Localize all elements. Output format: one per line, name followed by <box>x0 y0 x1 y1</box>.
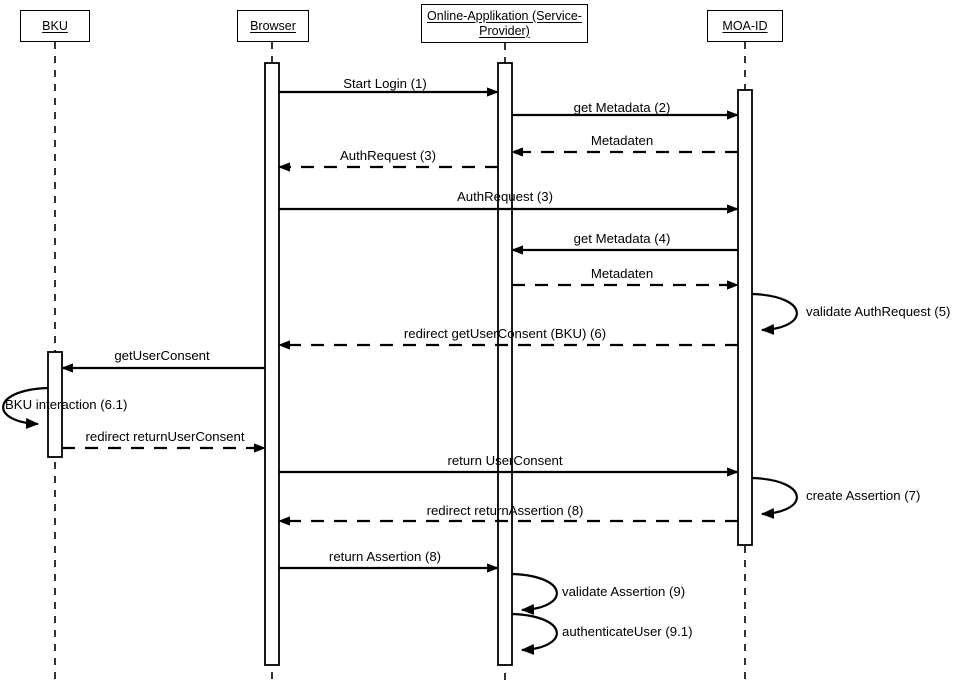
activation-bar-moaid <box>737 89 753 546</box>
self-message-loop-3 <box>751 476 798 519</box>
activation-bar-browser <box>264 62 280 666</box>
lifeline-label-browser: Browser <box>250 18 296 33</box>
message-label-9: getUserConsent <box>114 348 210 363</box>
self-message-label-4: validate Assertion (9) <box>562 584 686 599</box>
lifeline-header-oa[interactable]: Online-Applikation (Service-Provider) <box>421 4 588 43</box>
self-message-label-2: BKU interaction (6.1) <box>5 397 128 412</box>
message-label-2: get Metadata (2) <box>573 100 671 115</box>
self-message-loop-4 <box>511 572 558 615</box>
self-message-loop-1 <box>751 292 798 335</box>
lifeline-label-oa: Online-Applikation (Service-Provider) <box>427 8 582 38</box>
self-message-label-1: validate AuthRequest (5) <box>806 304 951 319</box>
message-label-12: redirect returnAssertion (8) <box>426 503 584 518</box>
message-label-8: redirect getUserConsent (BKU) (6) <box>403 326 607 341</box>
message-label-11: return UserConsent <box>447 453 563 468</box>
message-label-13: return Assertion (8) <box>328 549 442 564</box>
lifeline-label-bku: BKU <box>42 18 68 33</box>
lifeline-header-browser[interactable]: Browser <box>237 10 309 42</box>
activation-bar-oa <box>497 62 513 666</box>
message-label-7: Metadaten <box>590 266 654 281</box>
message-label-10: redirect returnUserConsent <box>85 429 245 444</box>
message-label-6: get Metadata (4) <box>573 231 671 246</box>
message-label-5: AuthRequest (3) <box>456 189 554 204</box>
message-label-4: AuthRequest (3) <box>339 148 437 163</box>
lifeline-label-moaid: MOA-ID <box>722 18 768 33</box>
self-message-loop-2 <box>2 386 49 429</box>
message-label-1: Start Login (1) <box>343 76 427 91</box>
self-message-label-3: create Assertion (7) <box>806 488 921 503</box>
lifeline-header-bku[interactable]: BKU <box>20 10 90 42</box>
self-message-label-5: authenticateUser (9.1) <box>562 624 693 639</box>
message-label-3: Metadaten <box>590 133 654 148</box>
self-message-loop-5 <box>511 612 558 655</box>
activation-bar-bku <box>47 351 63 458</box>
lifeline-header-moaid[interactable]: MOA-ID <box>707 10 783 42</box>
